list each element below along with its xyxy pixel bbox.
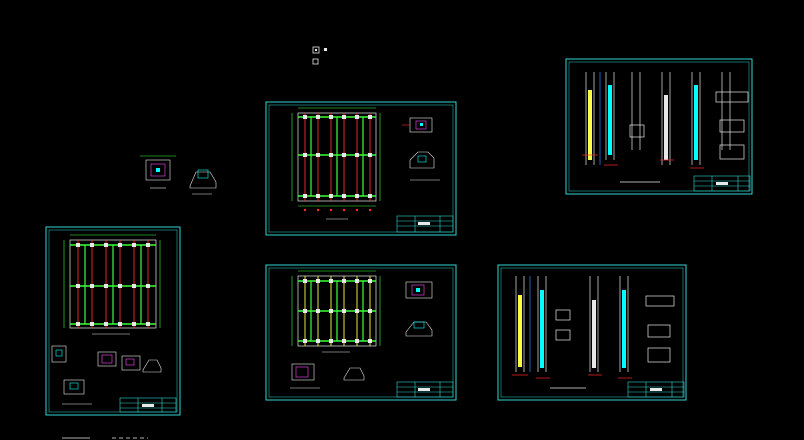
- plan-grid: [291, 107, 381, 220]
- section-sheet-right-top[interactable]: [565, 58, 753, 195]
- detail-group: [402, 117, 440, 181]
- plan-grid: [63, 234, 161, 335]
- section-sheet-right-bottom[interactable]: [497, 264, 687, 401]
- title-block: [119, 397, 177, 413]
- column-sections: [582, 72, 749, 183]
- plan-sheet-left[interactable]: [45, 226, 181, 416]
- plan-sheet-middle[interactable]: [265, 264, 457, 401]
- plan-sheet-top[interactable]: [265, 101, 457, 236]
- detail-b[interactable]: [189, 169, 217, 195]
- viewport-marker-icon: [312, 46, 327, 65]
- title-block: [693, 175, 751, 192]
- title-block: [396, 215, 454, 233]
- title-block: [627, 381, 685, 398]
- detail-a[interactable]: [140, 155, 176, 189]
- detail-group: [290, 281, 433, 389]
- detail-group: [51, 345, 162, 405]
- column-sections: [512, 276, 675, 389]
- title-block: [396, 381, 454, 398]
- plan-grid: [291, 270, 381, 353]
